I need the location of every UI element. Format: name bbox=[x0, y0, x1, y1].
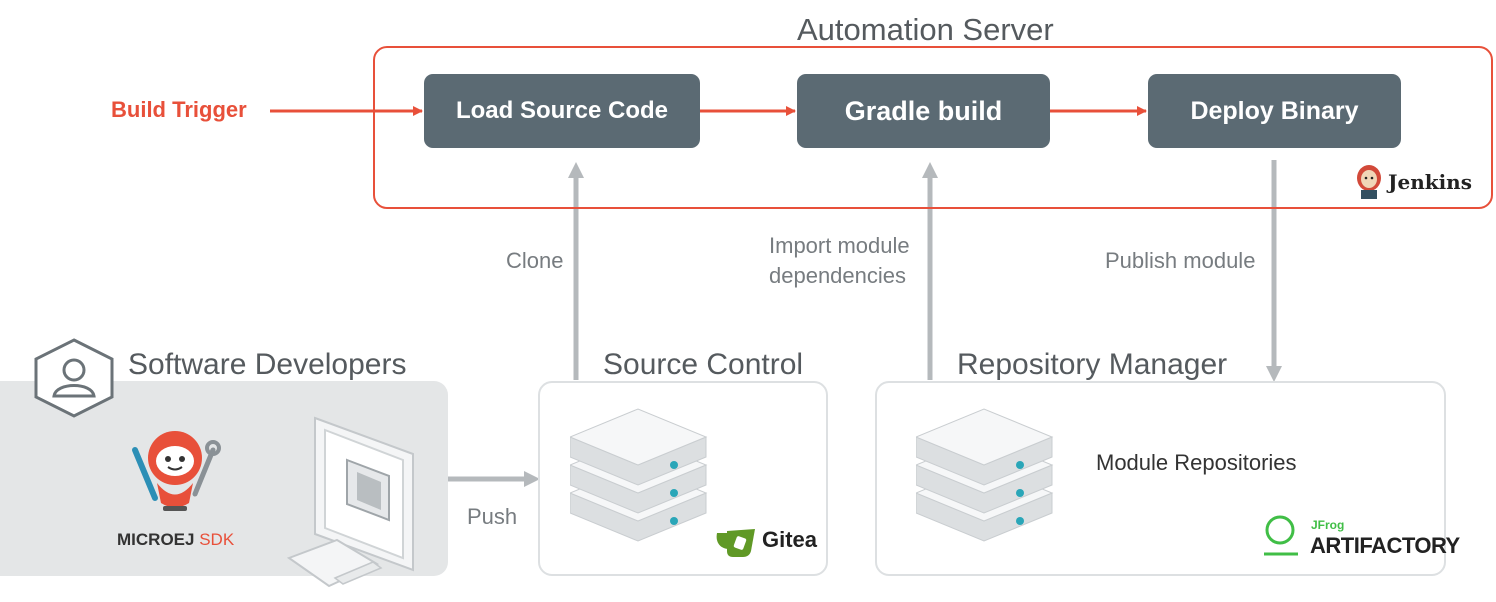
microej-sdk-logo: MICROEJ SDK bbox=[117, 530, 234, 550]
jfrog-label: JFrog bbox=[1311, 518, 1345, 532]
clone-label: Clone bbox=[506, 248, 564, 273]
publish-label: Publish module bbox=[1105, 248, 1256, 273]
build-trigger-label: Build Trigger bbox=[111, 97, 247, 122]
sdk-suffix: SDK bbox=[199, 530, 235, 549]
mascot-icon bbox=[132, 431, 221, 511]
jenkins-icon bbox=[1357, 165, 1381, 199]
module-repositories-label: Module Repositories bbox=[1096, 450, 1297, 475]
server-stack-icon bbox=[570, 408, 708, 542]
microej-brand: MICROEJ bbox=[117, 530, 195, 549]
source-control-title: Source Control bbox=[603, 348, 804, 381]
source-control-panel bbox=[538, 381, 828, 576]
artifactory-label: ARTIFACTORY bbox=[1310, 533, 1460, 558]
user-hex-icon bbox=[34, 338, 114, 418]
gitea-icon bbox=[716, 529, 755, 557]
gitea-label: Gitea bbox=[762, 527, 818, 552]
jenkins-label: Jenkins bbox=[1388, 170, 1472, 194]
import-label-line2: dependencies bbox=[769, 263, 907, 288]
automation-server-title: Automation Server bbox=[797, 12, 1054, 47]
deploy-binary-step: Deploy Binary bbox=[1148, 74, 1401, 148]
import-arrowhead bbox=[922, 162, 938, 178]
repository-manager-title: Repository Manager bbox=[957, 348, 1228, 381]
push-arrowhead bbox=[524, 471, 540, 487]
publish-arrowhead bbox=[1266, 366, 1282, 382]
automation-server-box bbox=[373, 46, 1493, 209]
import-label-line1: Import module bbox=[769, 233, 910, 258]
developers-title: Software Developers bbox=[128, 348, 407, 381]
computer-icon bbox=[286, 416, 414, 588]
clone-arrowhead bbox=[568, 162, 584, 178]
jfrog-icon bbox=[1264, 515, 1298, 556]
load-source-code-step: Load Source Code bbox=[424, 74, 700, 148]
server-stack-icon bbox=[916, 408, 1054, 542]
gradle-build-step: Gradle build bbox=[797, 74, 1050, 148]
repository-manager-panel bbox=[875, 381, 1446, 576]
push-label: Push bbox=[467, 504, 518, 529]
